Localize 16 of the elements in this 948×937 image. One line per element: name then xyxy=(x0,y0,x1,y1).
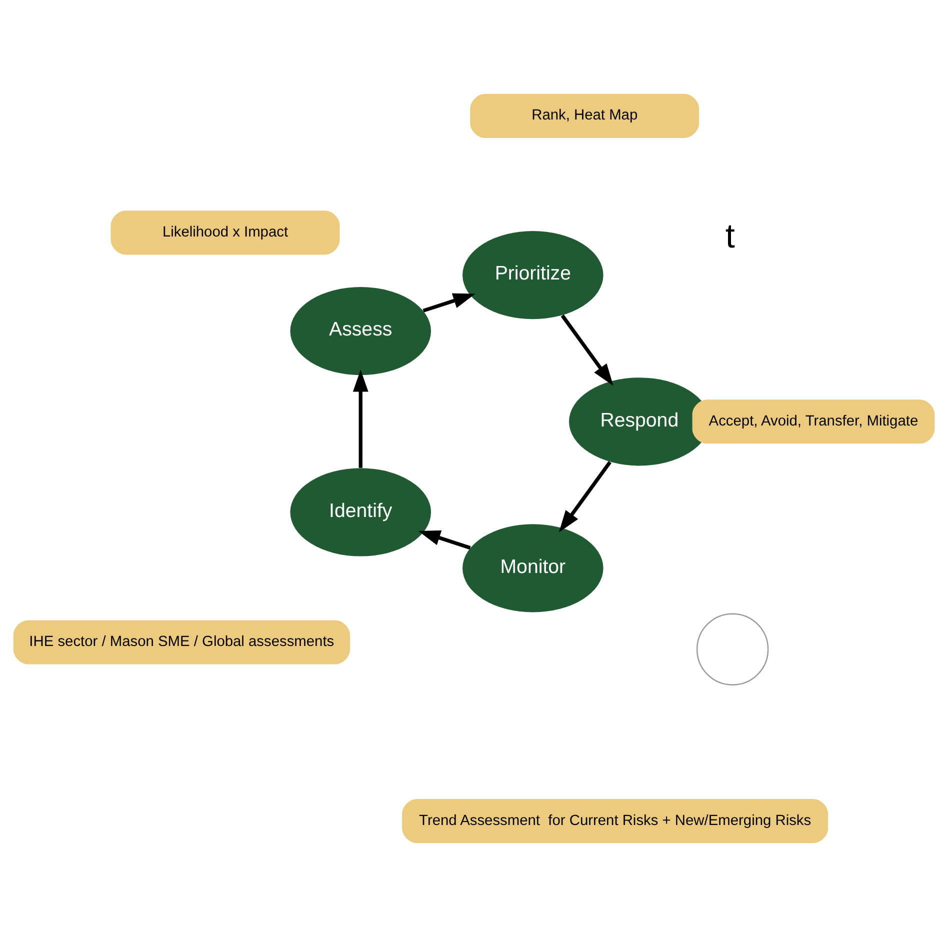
arrow xyxy=(352,370,368,468)
node-box: Rank, Heat Map xyxy=(470,94,700,138)
node-ellipse: Identify xyxy=(290,468,431,556)
node-ellipse: Prioritize xyxy=(462,231,604,320)
node-box: Accept, Avoid, Transfer, Mitigate xyxy=(692,400,935,444)
arrow xyxy=(418,530,471,550)
label: t xyxy=(725,218,735,256)
node-box: Likelihood x Impact xyxy=(110,210,340,255)
node-box: IHE sector / Mason SME / Global assessments xyxy=(13,620,350,664)
arrow xyxy=(558,461,612,532)
arrow xyxy=(560,314,614,386)
node-circle xyxy=(696,613,769,686)
arrow xyxy=(422,293,476,312)
node-box: Trend Assessment for Current Risks + New/Emerging Risks xyxy=(402,799,828,844)
node-ellipse: Assess xyxy=(290,287,431,376)
node-ellipse: Monitor xyxy=(462,524,604,612)
